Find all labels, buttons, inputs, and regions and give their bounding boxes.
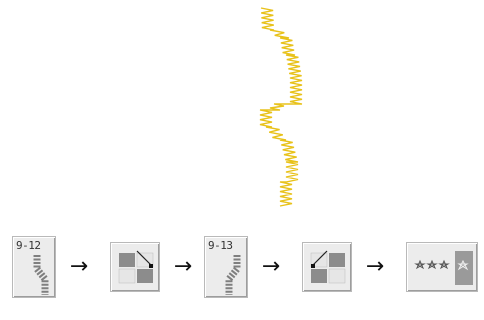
mirror-icon	[310, 250, 346, 284]
mirror-button[interactable]	[302, 242, 352, 292]
pattern-code: 9-12	[16, 239, 41, 252]
mirror-button[interactable]	[110, 242, 160, 292]
pattern-stitch-icon	[225, 255, 241, 295]
pattern-stitch-icon	[33, 255, 49, 295]
embroidery-stitch-path	[259, 7, 303, 207]
mirror-icon	[118, 250, 154, 284]
arrow-icon: →	[173, 254, 193, 279]
memory-key[interactable]	[406, 242, 478, 292]
arrow-icon: →	[365, 254, 385, 279]
arrow-icon: →	[261, 254, 281, 279]
pattern-key-9-12[interactable]: 9-12	[12, 236, 56, 298]
zigzag-stitch-line	[259, 7, 303, 207]
memory-star-icon	[414, 251, 473, 285]
pattern-key-9-13[interactable]: 9-13	[204, 236, 248, 298]
arrow-icon: →	[69, 254, 89, 279]
stitch-preview	[259, 7, 303, 207]
pattern-code: 9-13	[208, 239, 233, 252]
